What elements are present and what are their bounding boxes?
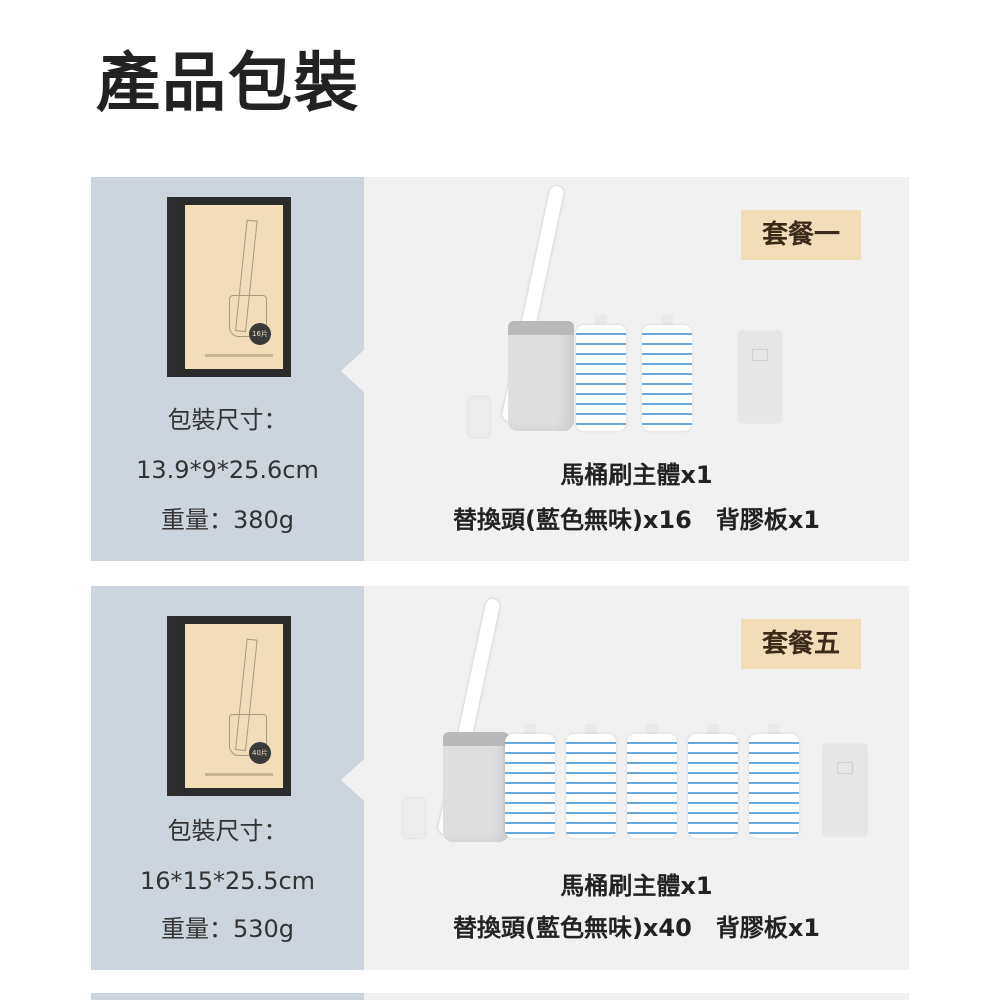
next-card-edge [91, 993, 909, 1000]
package-box-image: 40片 [167, 616, 291, 796]
size-value: 13.9*9*25.6cm [136, 456, 319, 484]
brush-foot-image [403, 798, 425, 838]
package-badge: 套餐一 [741, 210, 861, 260]
package-card-2: 40片 包裝尺寸： 16*15*25.5cm 重量：530g 套餐五 馬桶刷主體… [91, 586, 909, 970]
refill-stack-image [576, 325, 626, 431]
refill-stack-image [505, 734, 555, 838]
next-card-edge-left [91, 993, 364, 1000]
refill-stack-image [749, 734, 799, 838]
box-count-badge: 40片 [249, 742, 271, 764]
brush-holder-image [443, 732, 509, 842]
product-line-2: 替換頭(藍色無味)x40 背膠板x1 [453, 914, 820, 942]
brush-holder-image [508, 321, 574, 431]
size-value: 16*15*25.5cm [139, 867, 316, 895]
size-label: 包裝尺寸： [167, 817, 288, 845]
adhesive-plate-image [823, 744, 867, 836]
refill-stack-image [627, 734, 677, 838]
adhesive-plate-image [738, 331, 782, 423]
brush-foot-image [468, 397, 490, 437]
box-count-badge: 16片 [249, 323, 271, 345]
package-info-panel: 40片 包裝尺寸： 16*15*25.5cm 重量：530g [91, 586, 364, 970]
product-line-1: 馬桶刷主體x1 [560, 872, 713, 900]
size-label: 包裝尺寸： [167, 406, 288, 434]
product-line-2: 替換頭(藍色無味)x16 背膠板x1 [453, 506, 820, 534]
weight: 重量：530g [160, 915, 295, 943]
weight: 重量：380g [160, 506, 295, 534]
page-title: 產品包裝 [96, 47, 360, 121]
package-badge: 套餐五 [741, 619, 861, 669]
package-info-panel: 16片 包裝尺寸： 13.9*9*25.6cm 重量：380g [91, 177, 364, 561]
refill-stack-image [688, 734, 738, 838]
refill-stack-image [566, 734, 616, 838]
pointer-notch [341, 758, 365, 802]
refill-stack-image [642, 325, 692, 431]
package-card-1: 16片 包裝尺寸： 13.9*9*25.6cm 重量：380g 套餐一 馬桶刷主… [91, 177, 909, 561]
package-box-image: 16片 [167, 197, 291, 377]
product-line-1: 馬桶刷主體x1 [560, 461, 713, 489]
pointer-notch [341, 349, 365, 393]
